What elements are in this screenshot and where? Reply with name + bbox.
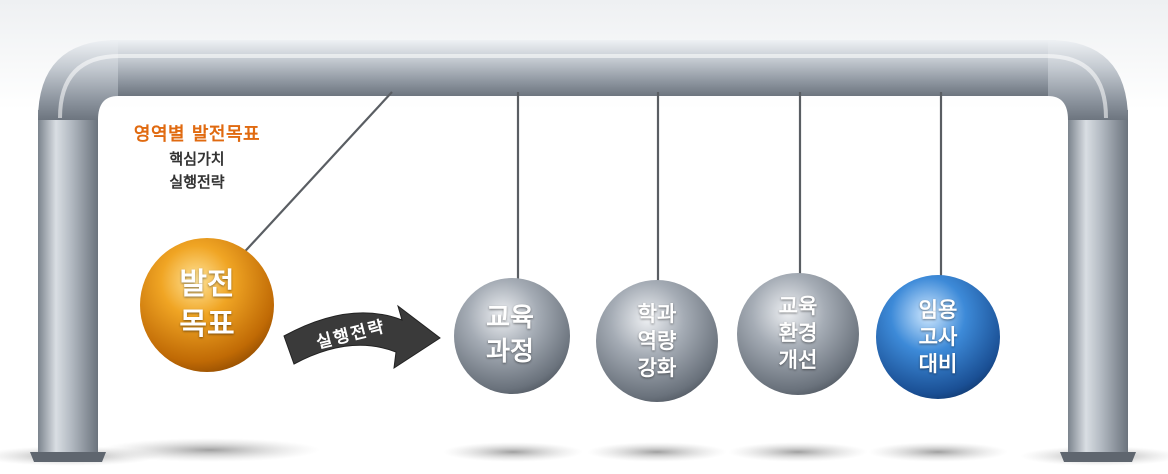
exam-label-line3: 대비	[918, 351, 958, 376]
env-label-line2: 환경	[778, 320, 818, 345]
dept-label-line1: 학과	[637, 301, 677, 326]
env-label-line1: 교육	[778, 293, 818, 318]
shadow-exam	[868, 442, 1008, 462]
dept-label-line2: 역량	[637, 328, 677, 353]
exam-ball-label: 임용 고사 대비	[876, 275, 1000, 399]
goal-label-line1: 발전	[179, 267, 235, 302]
exam-label-line2: 고사	[918, 324, 958, 349]
cradle-frame	[30, 40, 1136, 462]
strategy-arrow	[283, 304, 441, 370]
exam-ball	[876, 275, 1000, 399]
dept-label-line3: 강화	[637, 355, 677, 380]
curriculum-label-line1: 교육	[486, 303, 534, 333]
section-title: 영역별 발전목표	[133, 124, 261, 145]
env-label-line3: 개선	[778, 347, 818, 372]
goal-label-line2: 목표	[179, 307, 235, 342]
exam-label-line1: 임용	[918, 297, 958, 322]
env-ball	[737, 273, 859, 395]
shadow-env	[728, 442, 868, 462]
curriculum-label-line2: 과정	[486, 337, 534, 367]
shadow-dept	[587, 442, 727, 462]
dept-ball	[596, 280, 718, 402]
shadow-goal	[100, 438, 320, 462]
goal-ball-label: 발전 목표	[140, 238, 274, 372]
shadow-curriculum	[443, 442, 583, 462]
curriculum-ball-label: 교육 과정	[455, 280, 565, 390]
subtitle-strategy: 실행전략	[169, 173, 225, 191]
dept-ball-label: 학과 역량 강화	[596, 280, 718, 402]
env-ball-label: 교육 환경 개선	[737, 272, 859, 394]
subtitle-core-values: 핵심가치	[169, 150, 225, 168]
curriculum-ball	[454, 278, 570, 394]
goal-ball	[140, 238, 274, 372]
pendulum-strings	[236, 91, 943, 286]
